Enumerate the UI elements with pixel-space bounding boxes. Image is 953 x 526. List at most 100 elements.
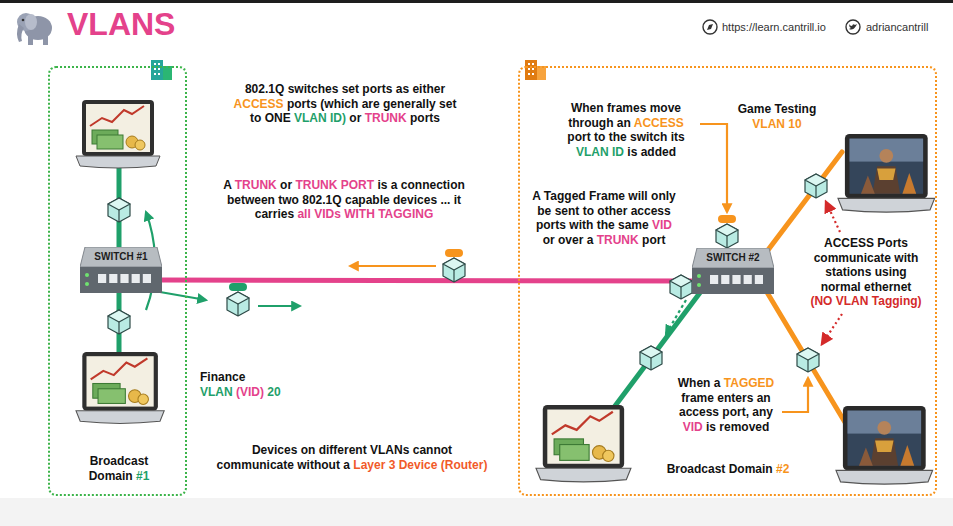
switch-led [85, 282, 89, 286]
highlight-word: VLAN [200, 385, 233, 399]
region-label: Broadcast Domain #1 [89, 454, 150, 483]
frame-arrow [666, 300, 686, 334]
highlight-word: VLAN [576, 145, 609, 159]
trunk-link [162, 280, 692, 281]
building-icon [147, 55, 175, 83]
switch-top [692, 248, 774, 268]
switch-front [80, 267, 162, 293]
elephant-logo [17, 24, 24, 42]
frame-cube [445, 249, 463, 257]
switch-led [85, 273, 89, 277]
switch-front [692, 268, 774, 294]
highlight-word: TRUNK [295, 178, 337, 192]
annotation-text: When frames move through an ACCESS port … [567, 101, 684, 159]
laptop [836, 406, 933, 484]
laptop [76, 100, 160, 168]
building-icon [537, 66, 546, 80]
highlight-word: TAGGED [724, 376, 774, 390]
switch-port [98, 274, 106, 283]
frame-cube [227, 292, 249, 316]
frame-cube [716, 224, 738, 248]
highlight-word: Tagging) [872, 294, 922, 308]
access-link [762, 284, 846, 424]
annotation-text: A Tagged Frame will only be sent to othe… [532, 189, 675, 247]
highlight-word: TAGGING [378, 207, 433, 221]
building-icon [528, 68, 530, 70]
highlight-word: ID [612, 145, 624, 159]
frame-cube [670, 275, 692, 299]
building-icon [147, 55, 175, 83]
switch-top [80, 247, 162, 267]
switch-port [744, 275, 752, 284]
highlight-word: #1 [136, 469, 149, 483]
annotation-text: ACCESS Ports communicate with stations u… [810, 236, 921, 309]
highlight-word: ID) [330, 111, 346, 125]
highlight-word: TRUNK [365, 111, 407, 125]
annotation-text: Finance [200, 370, 245, 385]
switch-port [143, 274, 151, 283]
laptop [536, 405, 631, 482]
highlight-word: VIDs [314, 207, 341, 221]
building-icon [154, 73, 156, 75]
highlight-word: PORT [341, 178, 374, 192]
annotation-text: Devices on different VLANs cannot commun… [217, 443, 488, 472]
highlight-word: (VID) [236, 385, 264, 399]
compass-icon [703, 20, 717, 34]
building-icon [521, 55, 549, 83]
broadcast-domain-region: Broadcast Domain #1 SWITCH #1 [48, 66, 187, 496]
building-icon [158, 68, 160, 70]
frame-arrow [258, 305, 300, 307]
frame-cube [229, 283, 247, 291]
access-link [119, 152, 846, 424]
frame-cube [108, 174, 827, 372]
highlight-word: WITH [344, 207, 375, 221]
switch-port [710, 275, 718, 284]
frame-cube [108, 310, 130, 334]
annotation-text: When a TAGGED frame enters an access por… [678, 376, 775, 434]
switch-led [697, 274, 701, 278]
building-icon [528, 63, 530, 65]
laptop [838, 134, 935, 212]
switch-label: SWITCH #1 [94, 251, 147, 263]
elephant-logo [28, 36, 33, 45]
frame-arrow [700, 124, 727, 212]
header-text: adriancantrill [866, 20, 928, 34]
elephant-logo [22, 19, 25, 22]
building-icon [158, 73, 160, 75]
building-icon [163, 66, 172, 80]
page-title: VLANS [67, 5, 175, 43]
highlight-word: #2 [776, 462, 789, 476]
frame-arrow [350, 265, 436, 267]
highlight-word: ACCESS [234, 97, 284, 111]
switch-port [755, 275, 763, 284]
frame-cube [640, 346, 662, 370]
switch-led [697, 283, 701, 287]
frame-arrow [160, 292, 206, 300]
building-icon [532, 73, 534, 75]
annotation-text: VLAN (VID) 20 [200, 385, 281, 400]
highlight-word: VLAN [836, 294, 869, 308]
highlight-word: VID [652, 218, 672, 232]
footer-band [0, 498, 953, 526]
building-icon [151, 60, 163, 80]
header-text: https://learn.cantrill.io [722, 20, 826, 34]
highlight-word: Layer [353, 458, 385, 472]
highlight-word: 3 [389, 458, 396, 472]
switch-port [109, 274, 117, 283]
highlight-word: TRUNK [235, 178, 277, 192]
laptop [76, 100, 935, 484]
switch-port [120, 274, 128, 283]
compass-icon [703, 20, 717, 34]
highlight-word: all [297, 207, 310, 221]
highlight-word: VLAN [294, 111, 327, 125]
highlight-word: 10 [788, 117, 801, 131]
annotation-text: A TRUNK or TRUNK PORT is a connection be… [223, 178, 465, 222]
elephant-logo [43, 36, 48, 45]
top-strip [0, 0, 953, 3]
switch-node: SWITCH #2 [692, 248, 774, 294]
twitter-icon [846, 20, 860, 34]
building-icon [528, 73, 530, 75]
building-icon [525, 60, 537, 80]
building-icon [521, 55, 549, 83]
switch-port [721, 275, 729, 284]
